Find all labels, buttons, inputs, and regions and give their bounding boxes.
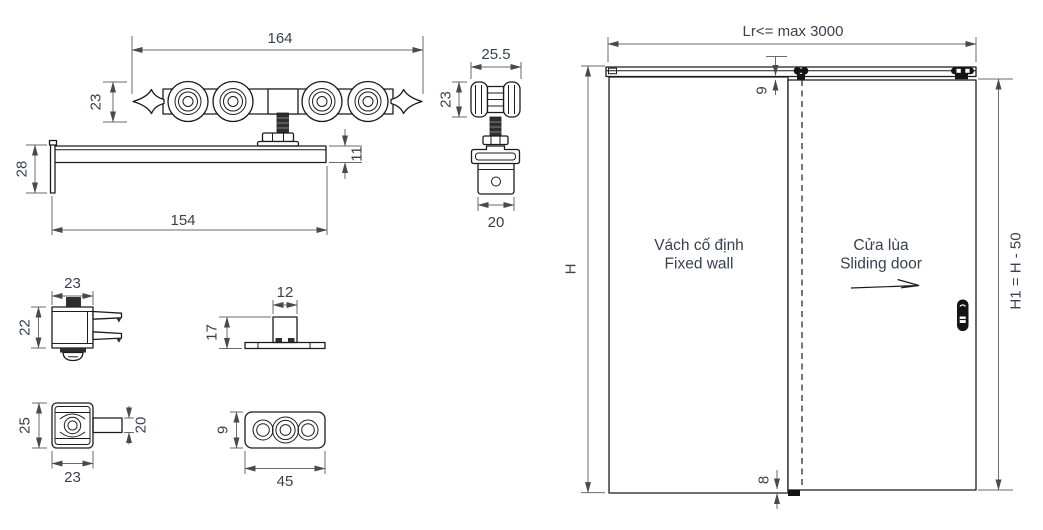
prong-tip	[116, 338, 122, 343]
roller-core	[67, 420, 78, 431]
roller-wheel	[301, 80, 343, 123]
sliding-door-panel	[787, 79, 977, 491]
dim-plate-thickness: 11	[349, 146, 366, 162]
fixed-wall-label-vi: Vách cố định	[654, 237, 744, 254]
profile-hook	[48, 139, 58, 146]
dim-bottom-gap: 8	[756, 476, 773, 484]
roller-side-view-drawing: 25.5 23 20	[438, 46, 522, 231]
sliding-door-label-en: Sliding door	[840, 256, 922, 273]
wheel-right	[502, 81, 521, 118]
fixed-wall-label-en: Fixed wall	[665, 256, 734, 273]
dim-plate-drop: 28	[14, 161, 31, 178]
dim-wall-height: H	[563, 264, 580, 275]
hanger-clamp-inner	[475, 152, 516, 161]
cover-plate-drawing: 9 45	[215, 411, 326, 490]
dim-post-width: 12	[277, 284, 294, 301]
track-rail	[605, 66, 977, 78]
mounting-profile	[53, 145, 327, 164]
carriage-center-block	[267, 88, 299, 115]
roller-wheel	[347, 80, 389, 123]
dim-plate-width: 45	[277, 473, 294, 490]
sliding-door-label-vi: Cửa lùa	[853, 237, 909, 254]
dim-end-width: 23	[64, 469, 81, 486]
hex-nut	[261, 132, 295, 143]
track-end-cap	[608, 67, 617, 75]
end-body-inner	[54, 406, 91, 445]
dim-roller-width: 25.5	[481, 46, 510, 63]
wheel-left	[470, 81, 489, 118]
prong-tip	[116, 317, 122, 323]
door-handle	[957, 299, 969, 331]
hanger-clamp	[470, 145, 521, 165]
washer	[256, 140, 300, 147]
screw-dome	[62, 351, 84, 362]
dim-door-height: H1 = H - 50	[1008, 232, 1025, 309]
roller-trolley-left	[793, 67, 809, 80]
roller-wheel	[212, 80, 254, 123]
dim-bracket-width: 20	[488, 214, 505, 231]
dim-track-span: Lr<= max 3000	[743, 23, 844, 40]
dim-bracket-height: 22	[17, 319, 34, 336]
screw-band	[60, 348, 86, 353]
hex-nut	[482, 135, 509, 146]
guide-foot	[288, 338, 295, 343]
dim-roller-height: 23	[438, 91, 455, 108]
threaded-bolt	[276, 112, 289, 135]
threaded-stud	[66, 297, 81, 308]
guide-base	[244, 341, 326, 350]
latch-end-view-drawing: 25 20 23	[17, 402, 150, 486]
plate-hole	[252, 419, 274, 441]
end-tab	[92, 417, 123, 434]
slide-direction-arrow	[850, 278, 920, 289]
dim-top-gap: 9	[754, 86, 771, 94]
roller-trolley-right	[951, 67, 974, 80]
profile-lip	[49, 143, 56, 194]
latch-bracket-drawing: 23 22	[17, 275, 123, 362]
spring-arc	[59, 413, 86, 420]
guide-foot	[275, 338, 282, 343]
ornament-right	[390, 88, 423, 115]
floor-guide-drawing: 12 17	[204, 284, 326, 350]
dim-carriage-length: 164	[267, 30, 292, 47]
dim-plate-height: 9	[215, 426, 232, 434]
dim-bracket-width: 23	[64, 275, 81, 292]
dim-end-height: 25	[17, 417, 34, 434]
cover-plate	[244, 411, 326, 449]
fixed-wall-panel	[608, 76, 789, 494]
carriage-top-view-drawing: 164 23	[14, 30, 424, 235]
dim-plate-length: 154	[170, 212, 195, 229]
plate-hole	[297, 419, 319, 441]
bolt-hole	[491, 176, 501, 187]
end-body	[51, 402, 94, 449]
door-elevation-drawing: Lr<= max 3000 H H1 = H - 50	[563, 23, 1025, 509]
hanger-plate	[477, 163, 515, 195]
ornament-left	[132, 88, 165, 115]
roller-wheel	[167, 80, 209, 123]
floor-guide-block	[788, 489, 800, 496]
dim-carriage-height: 23	[88, 94, 105, 111]
roller-core	[63, 416, 82, 435]
bracket-body	[51, 306, 94, 349]
threaded-bolt	[489, 116, 502, 137]
dim-tab-width: 20	[133, 417, 150, 434]
dim-guide-height: 17	[204, 324, 221, 341]
spring-arc	[59, 431, 86, 438]
